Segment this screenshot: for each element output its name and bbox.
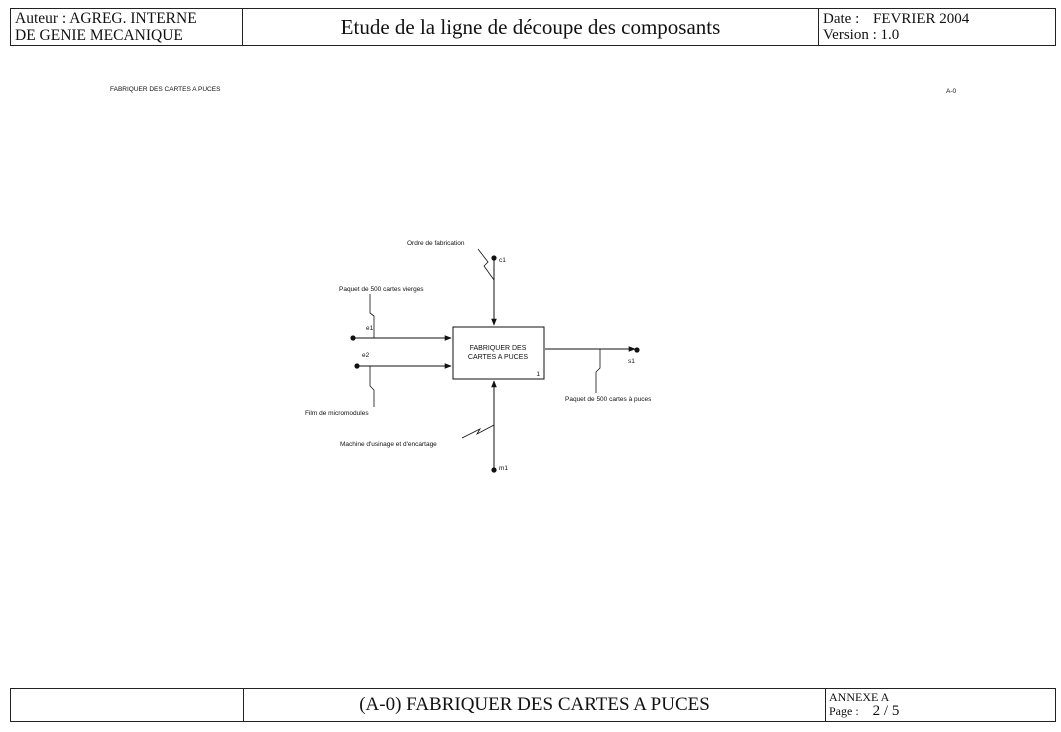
diagram-name: FABRIQUER DES CARTES A PUCES	[110, 86, 221, 93]
author-line-1: Auteur : AGREG. INTERNE	[15, 10, 197, 27]
output-squiggle-s1	[595, 349, 601, 393]
page-number: 2 / 5	[872, 703, 900, 719]
input-squiggle-e1	[369, 294, 375, 338]
mechanism-label: Machine d'usinage et d'encartage	[340, 441, 437, 448]
date-version-cell: Date : FEVRIER 2004 Version : 1.0	[823, 11, 1053, 45]
node-id: A-0	[946, 88, 957, 95]
document-title: Etude de la ligne de découpe des composa…	[340, 14, 721, 39]
footer-table: (A-0) FABRIQUER DES CARTES A PUCES ANNEX…	[10, 688, 1056, 722]
header-table: Auteur : AGREG. INTERNE DE GENIE MECANIQ…	[10, 8, 1056, 46]
output-label-s1: Paquet de 500 cartes à puces	[565, 396, 652, 403]
input-label-e1: Paquet de 500 cartes vierges	[339, 286, 424, 293]
version-text: Version : 1.0	[823, 27, 900, 43]
activity-box	[452, 326, 545, 380]
control-dot	[491, 255, 497, 261]
date-value: FEVRIER 2004	[872, 11, 970, 27]
annex-label: ANNEXE A	[829, 690, 890, 704]
author-cell: Auteur : AGREG. INTERNE DE GENIE MECANIQ…	[15, 10, 241, 46]
control-squiggle	[477, 248, 495, 281]
input-dot-e2	[354, 363, 360, 369]
footer-title-cell: (A-0) FABRIQUER DES CARTES A PUCES	[244, 689, 825, 721]
activity-number: 1	[536, 371, 540, 378]
document-title-cell: Etude de la ligne de découpe des composa…	[243, 9, 818, 45]
output-id-s1: s1	[628, 358, 635, 365]
date-label: Date :	[823, 11, 860, 27]
footer-left-cell	[11, 689, 243, 721]
activity-label-line-2: CARTES A PUCES	[468, 354, 529, 361]
page-label: Page :	[829, 704, 859, 718]
mechanism-dot	[491, 467, 497, 473]
control-label: Ordre de fabrication	[407, 240, 465, 247]
footer-annex-cell: ANNEXE A Page : 2 / 5	[829, 690, 1053, 721]
input-label-e2: Film de micromodules	[305, 410, 369, 417]
author-line-2: DE GENIE MECANIQUE	[15, 27, 183, 44]
activity-label-line-1: FABRIQUER DES	[470, 345, 527, 352]
output-dot-s1	[634, 347, 640, 353]
mechanism-squiggle	[461, 424, 495, 439]
input-dot-e1	[350, 335, 356, 341]
control-id: c1	[499, 257, 506, 264]
input-squiggle-e2	[369, 366, 375, 407]
mechanism-id: m1	[499, 465, 508, 472]
footer-title: (A-0) FABRIQUER DES CARTES A PUCES	[359, 694, 710, 715]
input-id-e1: e1	[366, 325, 374, 332]
input-id-e2: e2	[362, 352, 370, 359]
